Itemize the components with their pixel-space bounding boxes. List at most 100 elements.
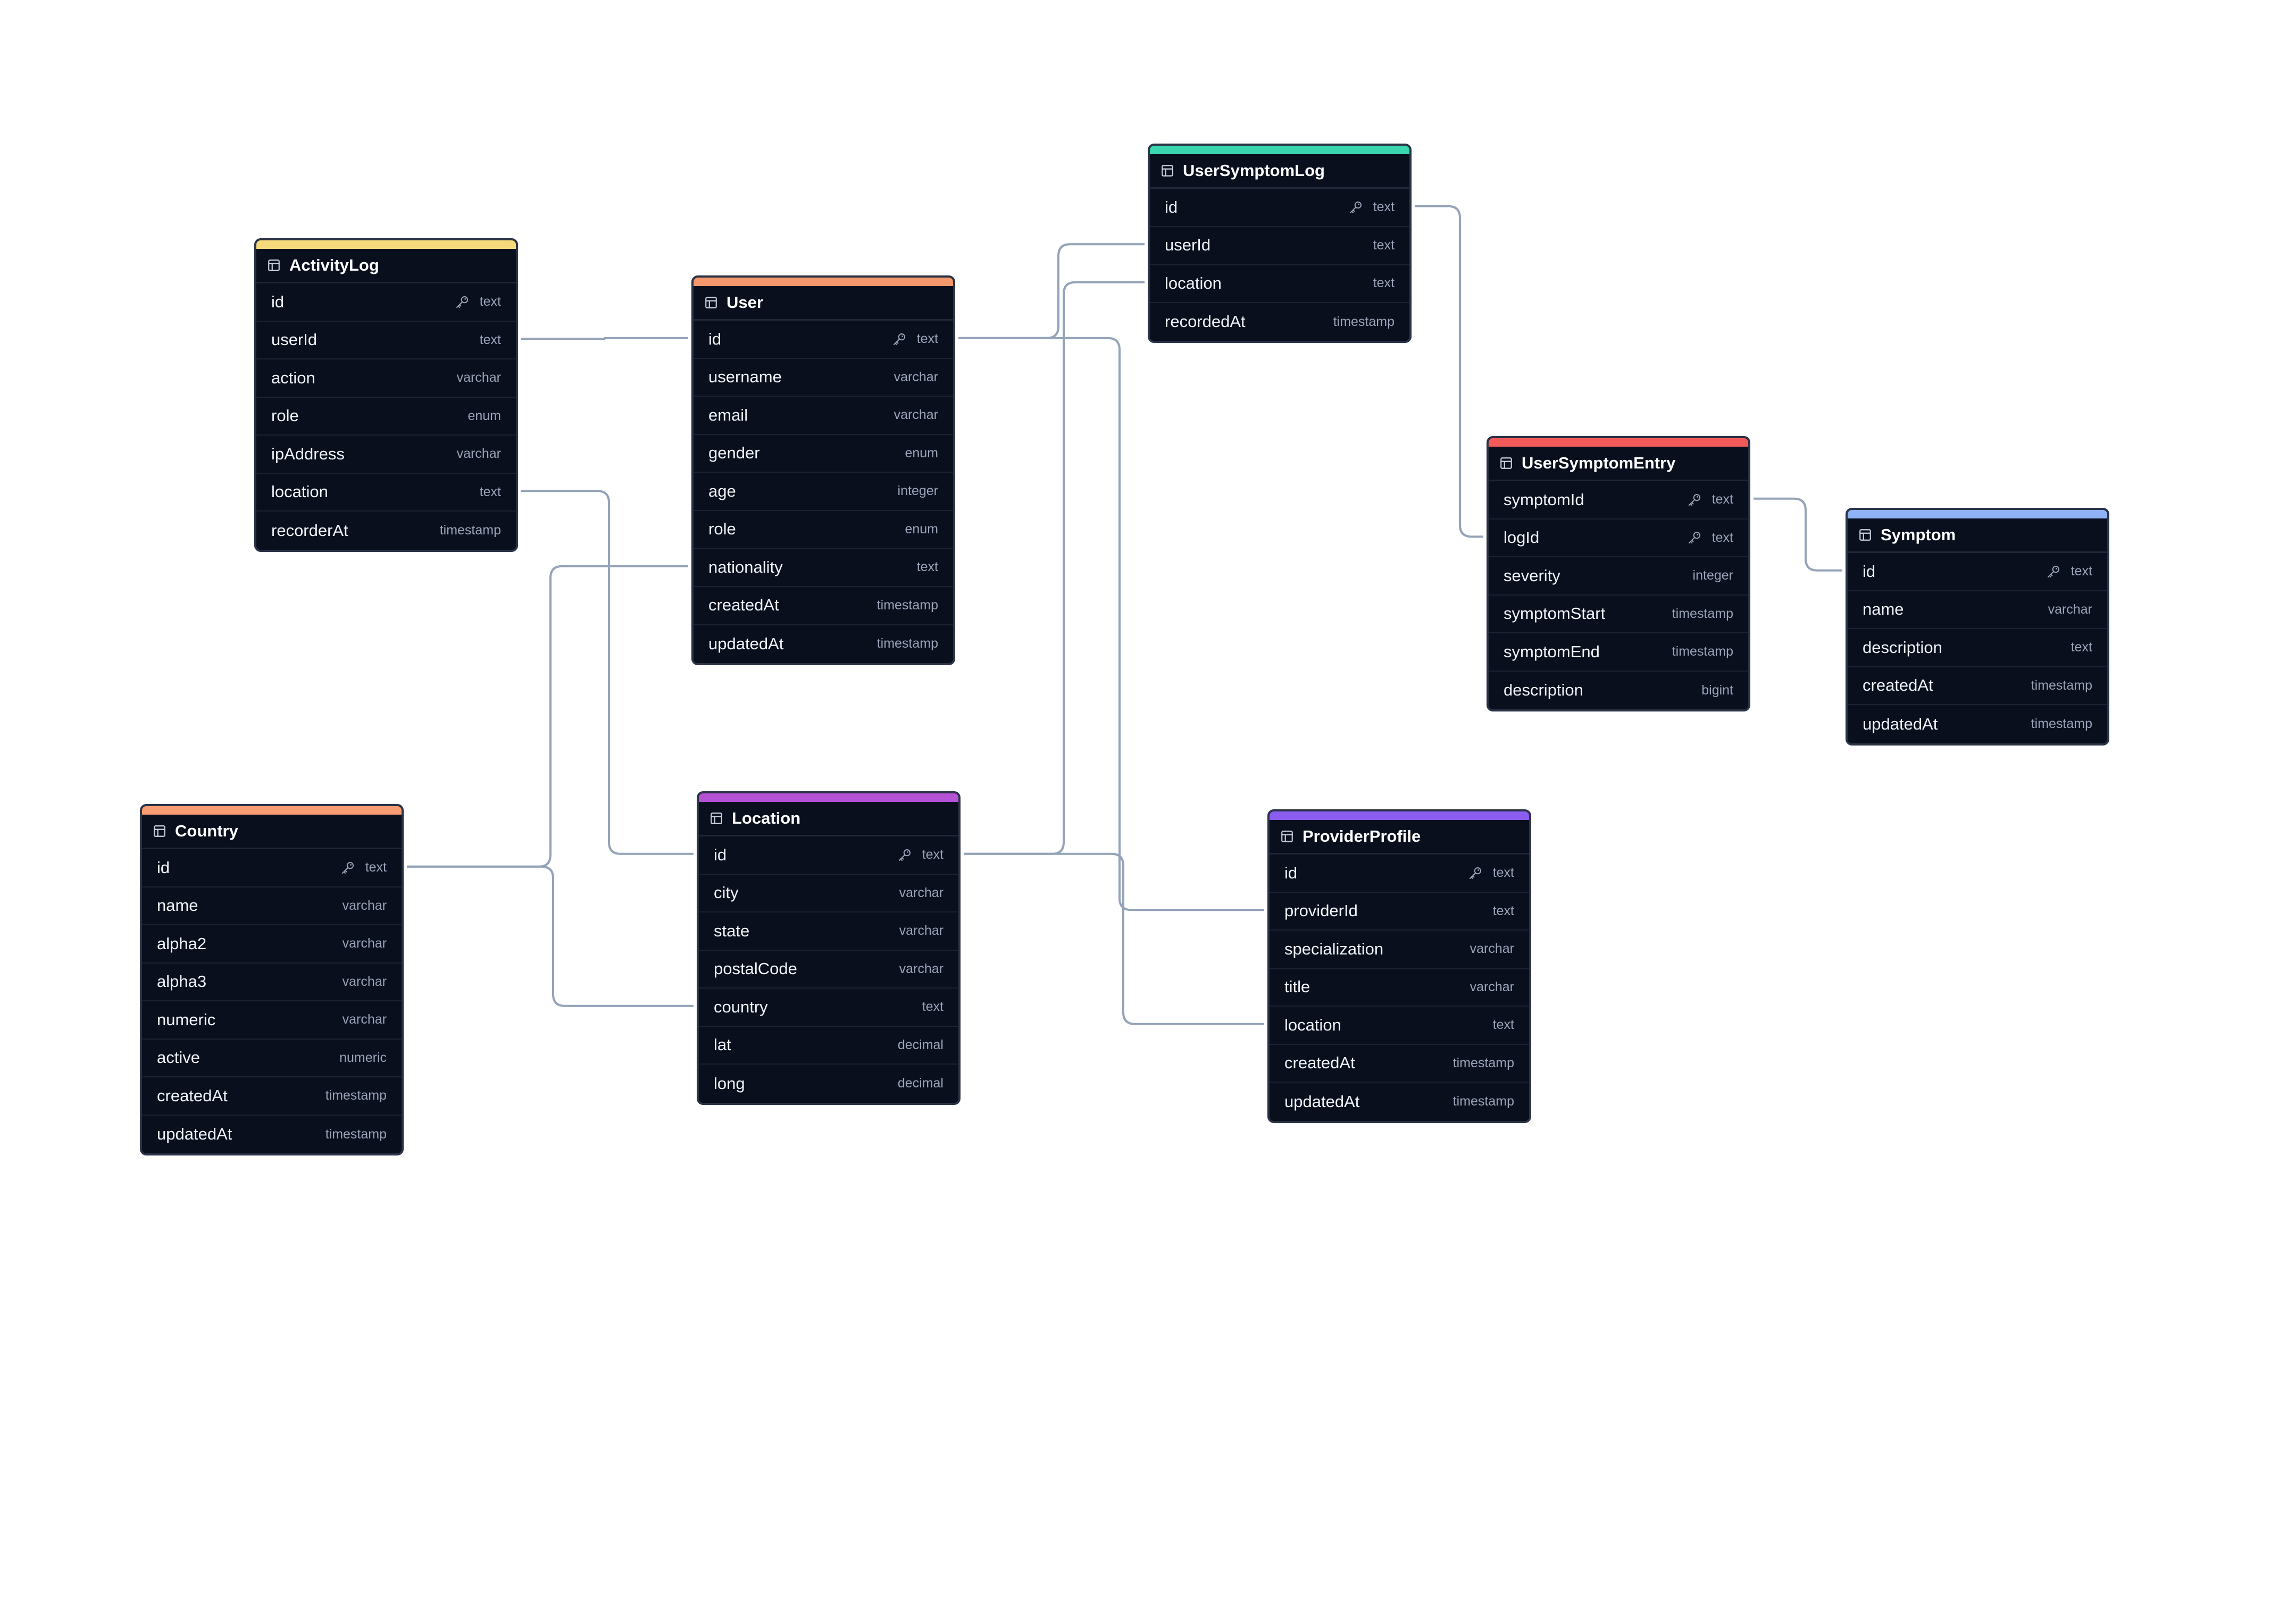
relation-line-user-user-symptom-log[interactable]: [958, 243, 1145, 339]
field-row[interactable]: updatedAt timestamp: [1270, 1083, 1529, 1121]
table-color-bar: [1489, 438, 1748, 447]
relation-line-location-user-symptom-log[interactable]: [964, 281, 1145, 855]
relation-line-user-country[interactable]: [407, 565, 688, 868]
field-type: integer: [1692, 568, 1733, 583]
field-type: text: [916, 559, 938, 575]
relation-line-activity-log-user[interactable]: [521, 337, 688, 340]
field-type: timestamp: [1333, 314, 1395, 329]
table-header[interactable]: Symptom: [1848, 518, 2107, 553]
field-name: long: [714, 1074, 745, 1093]
table-header[interactable]: UserSymptomLog: [1150, 154, 1409, 189]
table-header[interactable]: Location: [699, 802, 958, 836]
field-type: varchar: [342, 974, 387, 989]
field-type: timestamp: [1452, 1094, 1514, 1109]
field-name: action: [271, 368, 315, 387]
table-color-bar: [1150, 146, 1409, 154]
field-name: updatedAt: [1284, 1092, 1360, 1111]
relation-line-user-symptom-entry-symptom[interactable]: [1754, 497, 1842, 572]
field-type: varchar: [894, 369, 938, 384]
table-header[interactable]: Country: [142, 815, 402, 849]
field-name: id: [1165, 197, 1178, 216]
field-name: createdAt: [157, 1086, 228, 1105]
relation-line-location-country[interactable]: [407, 865, 694, 1007]
field-type: text: [2070, 640, 2092, 655]
field-name: updatedAt: [1863, 714, 1938, 733]
field-name: symptomStart: [1504, 604, 1606, 623]
relation-line-location-provider-profile[interactable]: [964, 852, 1264, 1025]
field-type: enum: [467, 408, 501, 423]
table-header[interactable]: ProviderProfile: [1270, 820, 1529, 855]
field-name: userId: [1165, 236, 1211, 255]
relation-line-user-symptom-log-user-symptom-entry[interactable]: [1415, 205, 1483, 538]
table-header[interactable]: User: [694, 286, 953, 321]
primary-key-icon: [890, 331, 908, 347]
field-name: gender: [708, 443, 760, 463]
relation-line-user-provider-profile[interactable]: [958, 337, 1264, 911]
relation-line-activity-log-location[interactable]: [521, 490, 694, 855]
table-header[interactable]: ActivityLog: [256, 249, 516, 283]
table-header[interactable]: UserSymptomEntry: [1489, 447, 1748, 481]
field-name: specialization: [1284, 939, 1384, 958]
